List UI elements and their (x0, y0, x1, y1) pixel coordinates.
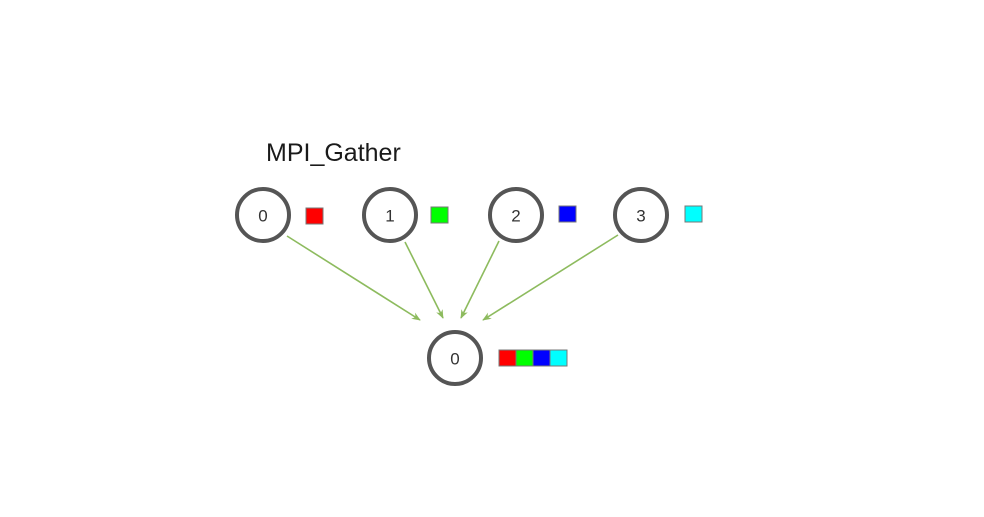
node-rank-label: 1 (385, 207, 394, 226)
data-block-0 (305, 207, 324, 225)
gathered-block-1 (515, 349, 534, 367)
diagram-title: MPI_Gather (266, 139, 401, 167)
gathered-block-0 (498, 349, 517, 367)
sender-node-1: 1 (362, 187, 418, 243)
gathered-buffer (498, 349, 568, 367)
data-block-1 (430, 206, 449, 224)
root-node: 0 (427, 330, 483, 386)
node-circle (235, 187, 291, 243)
sender-node-2: 2 (488, 187, 544, 243)
node-circle (613, 187, 669, 243)
sender-node-0: 0 (235, 187, 291, 243)
node-rank-label: 3 (636, 207, 645, 226)
node-rank-label: 0 (450, 350, 459, 369)
arrow-3-to-root (482, 234, 619, 321)
arrows (286, 234, 619, 321)
gathered-block-2 (532, 349, 551, 367)
node-circle (362, 187, 418, 243)
sender-node-3: 3 (613, 187, 669, 243)
node-rank-label: 0 (258, 207, 267, 226)
arrow-1-to-root (404, 241, 444, 319)
data-block-2 (558, 205, 577, 223)
node-rank-label: 2 (511, 207, 520, 226)
gathered-block-3 (549, 349, 568, 367)
node-circle (488, 187, 544, 243)
data-block-3 (684, 205, 703, 223)
arrow-2-to-root (460, 240, 500, 319)
node-circle (427, 330, 483, 386)
arrow-0-to-root (286, 235, 421, 321)
